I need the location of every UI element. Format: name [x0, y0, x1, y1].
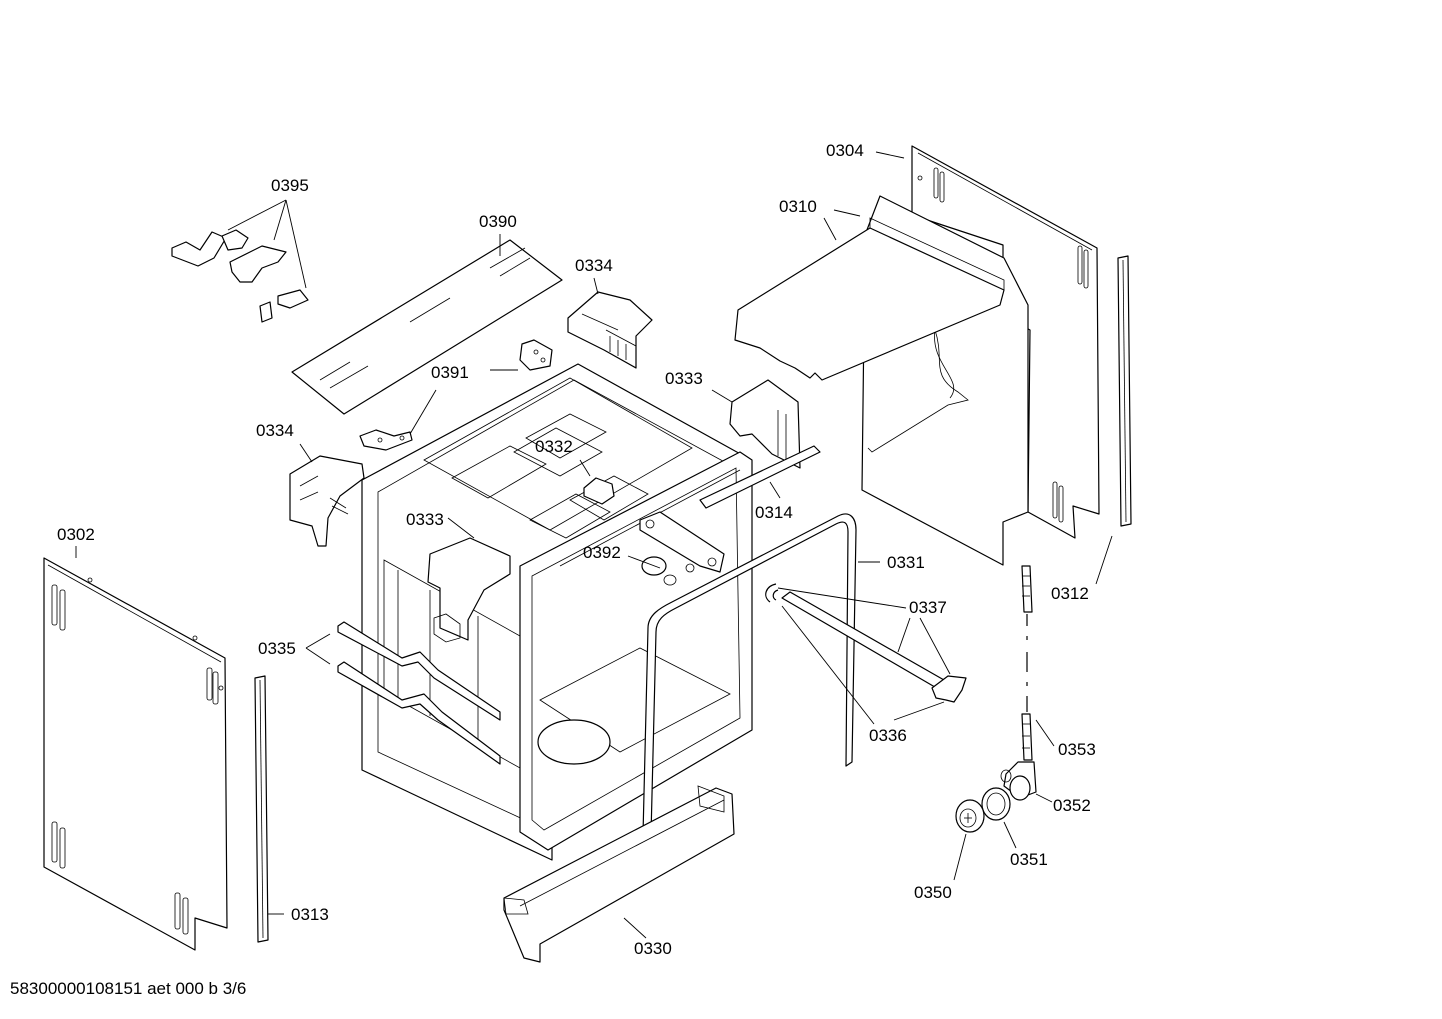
- callout-0351: 0351: [1010, 850, 1048, 869]
- callout-0310: 0310: [779, 197, 817, 216]
- drain-elbow-part: [1000, 761, 1037, 801]
- brackets-part: [171, 229, 309, 323]
- callout-0336: 0336: [869, 726, 907, 745]
- rails-part: [337, 621, 501, 765]
- callout-0333-right: 0333: [665, 369, 703, 388]
- side-panel-left-part: [43, 557, 228, 951]
- leader-lines: [75, 151, 1113, 939]
- clip-upper-part: [567, 291, 653, 369]
- callout-0350: 0350: [914, 883, 952, 902]
- drawing-reference-footer: 58300000108151 aet 000 b 3/6: [10, 979, 247, 998]
- callout-0337: 0337: [909, 598, 947, 617]
- front-strip-part: [699, 445, 821, 509]
- mounting-plates-part: [359, 339, 553, 451]
- callout-0331: 0331: [887, 553, 925, 572]
- cap-part: [955, 799, 985, 833]
- callout-0391: 0391: [431, 363, 469, 382]
- callout-0390: 0390: [479, 212, 517, 231]
- side-strip-left-part: [254, 675, 269, 943]
- callout-0353: 0353: [1058, 740, 1096, 759]
- plinth-part: [503, 785, 735, 963]
- callout-0335: 0335: [258, 639, 296, 658]
- insulation-foil-part: [291, 239, 563, 415]
- callout-0304: 0304: [826, 141, 864, 160]
- seal-ring-part: [981, 787, 1011, 821]
- clamp-part: [583, 477, 615, 505]
- clip-lower-part: [289, 455, 365, 547]
- callout-0302: 0302: [57, 525, 95, 544]
- callout-labels: 0304 0395 0390 0310 0334 0391 0333 0334 …: [57, 141, 1096, 958]
- callout-0395: 0395: [271, 176, 309, 195]
- side-strip-right-part: [1117, 255, 1132, 527]
- callout-0333-tub: 0333: [406, 510, 444, 529]
- cover-tub-part: [427, 537, 511, 643]
- callout-0334-upper: 0334: [575, 256, 613, 275]
- cover-right-part: [729, 379, 801, 469]
- door-seal-part: [641, 513, 857, 877]
- top-plate-assembly-part: [734, 195, 1029, 566]
- callout-0392: 0392: [583, 543, 621, 562]
- callout-0334-lower: 0334: [256, 421, 294, 440]
- hinge-bracket-part: [639, 511, 725, 586]
- hose-connector-part: [1021, 565, 1033, 761]
- callout-0313: 0313: [291, 905, 329, 924]
- support-rail-part: [765, 583, 967, 703]
- callout-0314: 0314: [755, 503, 793, 522]
- callout-0352: 0352: [1053, 796, 1091, 815]
- callout-0332: 0332: [535, 437, 573, 456]
- callout-0330: 0330: [634, 939, 672, 958]
- callout-0312: 0312: [1051, 584, 1089, 603]
